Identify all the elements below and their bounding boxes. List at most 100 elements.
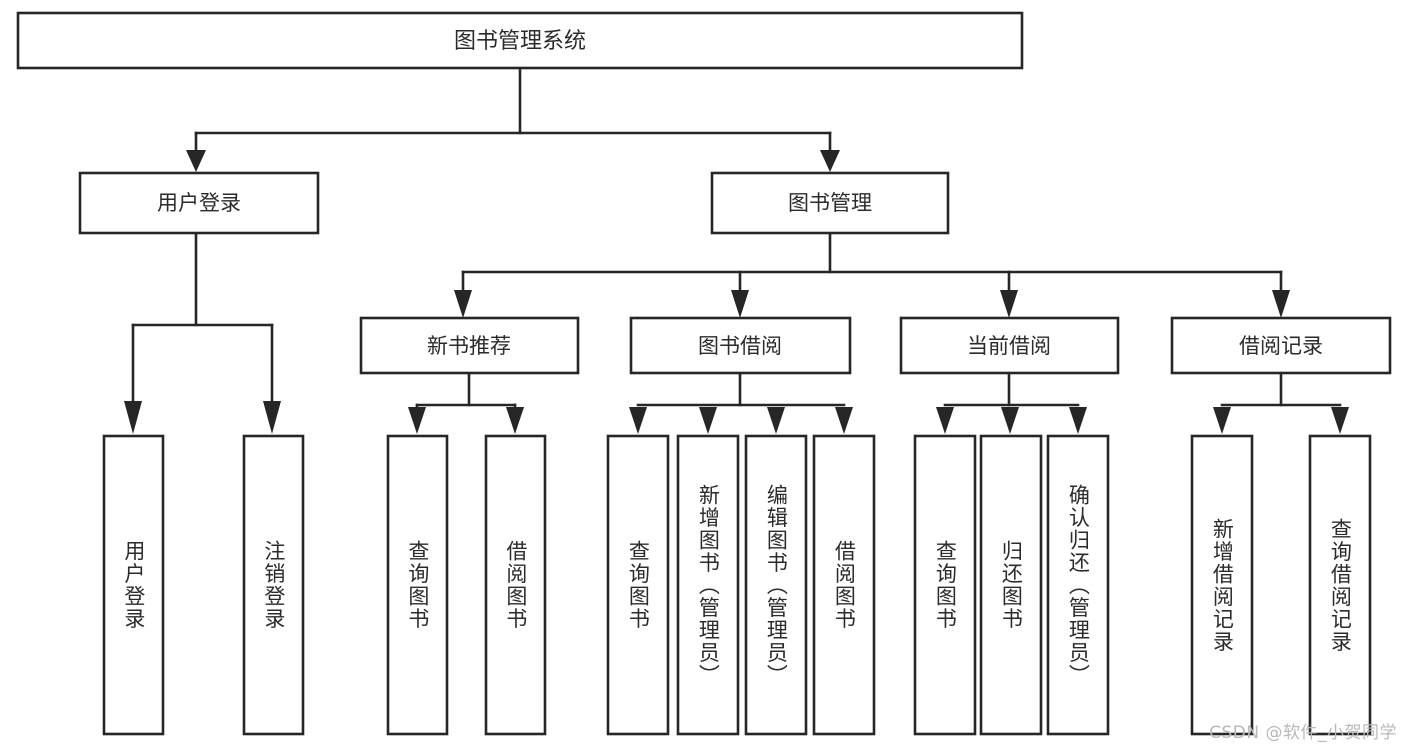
arrow-head-new-book: [454, 290, 472, 318]
arrow-head-current-borrow: [1000, 290, 1018, 318]
leaf-user-login-1[interactable]: 用户登录: [102, 434, 165, 736]
arrow-head-leaf-new-book-1: [408, 407, 426, 434]
leaf-current-borrow-2-label: 归还图书: [999, 540, 1024, 630]
leaf-book-borrow-1-box: [606, 434, 670, 736]
arrow-head-book-borrow: [731, 290, 749, 318]
node-new-book-recommend-box: [359, 316, 580, 375]
arrow-head-leaf-book-borrow-3: [767, 407, 785, 434]
leaf-current-borrow-1-label: 查询图书: [933, 540, 958, 630]
leaf-current-borrow-3-box: [1046, 434, 1110, 736]
connector-group-current-borrow: [936, 371, 1087, 434]
node-book-borrow-label: 图书借阅: [698, 334, 782, 358]
node-user-login-box: [78, 171, 320, 235]
connector-group-root: [186, 66, 840, 172]
node-current-borrow-box: [899, 316, 1120, 375]
leaf-new-book-2-box: [484, 434, 547, 736]
leaf-user-login-2-label: 注销登录: [261, 540, 286, 630]
connector-group-book-mgmt: [454, 231, 1290, 318]
arrow-head-leaf-user-login-2: [263, 401, 281, 434]
node-borrow-records-box: [1170, 316, 1392, 375]
arrow-head-user-login: [186, 150, 206, 172]
leaf-borrow-records-1-label-area: 新增借阅记录: [1210, 517, 1235, 653]
leaf-current-borrow-3-label: 确认归还（管理员）: [1066, 483, 1091, 687]
leaf-book-borrow-1[interactable]: 查询图书: [606, 434, 670, 736]
leaf-current-borrow-3[interactable]: 确认归还（管理员）: [1046, 434, 1110, 736]
leaf-user-login-2[interactable]: 注销登录: [242, 434, 305, 736]
node-book-management-box: [710, 171, 950, 235]
arrow-head-leaf-user-login-1: [124, 401, 142, 434]
connector-group-borrow-records: [1213, 371, 1349, 434]
leaf-borrow-records-2-box: [1308, 434, 1372, 736]
node-root-system[interactable]: 图书管理系统: [16, 11, 1024, 70]
node-book-borrow-box: [629, 316, 852, 375]
leaf-book-borrow-4[interactable]: 借阅图书: [812, 434, 876, 736]
leaf-user-login-1-box: [102, 434, 165, 736]
leaf-new-book-2-label: 借阅图书: [503, 540, 528, 630]
arrow-head-book-mgmt: [820, 150, 840, 172]
node-new-book-recommend[interactable]: 新书推荐: [359, 316, 580, 375]
arrow-head-leaf-borrow-records-2: [1331, 407, 1349, 434]
leaf-book-borrow-2-box: [676, 434, 740, 736]
leaf-borrow-records-2-label: 查询借阅记录: [1328, 517, 1353, 653]
arrow-head-borrow-records: [1272, 290, 1290, 318]
arrow-head-leaf-current-borrow-3: [1069, 407, 1087, 434]
leaf-book-borrow-3[interactable]: 编辑图书（管理员）: [744, 434, 808, 736]
leaf-borrow-records-1[interactable]: 新增借阅记录: [1190, 434, 1254, 736]
leaf-current-borrow-3-label-area: 确认归还（管理员）: [1066, 483, 1091, 687]
arrow-head-leaf-book-borrow-1: [629, 407, 647, 434]
leaf-book-borrow-3-label-area: 编辑图书（管理员）: [764, 483, 789, 687]
leaf-book-borrow-1-label: 查询图书: [626, 540, 651, 630]
node-current-borrow[interactable]: 当前借阅: [899, 316, 1120, 375]
leaf-book-borrow-3-label: 编辑图书（管理员）: [764, 483, 789, 687]
leaf-book-borrow-4-label-area: 借阅图书: [832, 540, 857, 630]
leaf-book-borrow-4-label: 借阅图书: [832, 540, 857, 630]
arrow-head-leaf-new-book-2: [506, 407, 524, 434]
leaf-borrow-records-1-label: 新增借阅记录: [1210, 517, 1235, 653]
leaf-current-borrow-2[interactable]: 归还图书: [979, 434, 1043, 736]
leaf-user-login-2-box: [242, 434, 305, 736]
arrow-head-leaf-book-borrow-4: [835, 407, 853, 434]
leaf-current-borrow-1-label-area: 查询图书: [933, 540, 958, 630]
leaf-borrow-records-2[interactable]: 查询借阅记录: [1308, 434, 1372, 736]
arrow-head-leaf-current-borrow-2: [1001, 407, 1019, 434]
leaf-current-borrow-1[interactable]: 查询图书: [913, 434, 977, 736]
node-borrow-records[interactable]: 借阅记录: [1170, 316, 1392, 375]
node-book-management-label: 图书管理: [788, 191, 872, 215]
node-current-borrow-label: 当前借阅: [967, 334, 1051, 358]
node-user-login[interactable]: 用户登录: [78, 171, 320, 235]
connector-group-book-borrow: [629, 371, 853, 434]
leaf-new-book-1-label: 查询图书: [405, 540, 430, 630]
leaf-current-borrow-2-box: [979, 434, 1043, 736]
leaf-book-borrow-1-label-area: 查询图书: [626, 540, 651, 630]
arrow-head-leaf-current-borrow-1: [936, 407, 954, 434]
leaf-book-borrow-4-box: [812, 434, 876, 736]
leaf-borrow-records-2-label-area: 查询借阅记录: [1328, 517, 1353, 653]
arrow-head-leaf-book-borrow-2: [699, 407, 717, 434]
node-root-system-label: 图书管理系统: [454, 29, 586, 54]
connector-group-new-book: [408, 371, 524, 434]
leaf-new-book-2-label-area: 借阅图书: [503, 540, 528, 630]
node-root-system-box: [16, 11, 1024, 70]
leaf-user-login-1-label: 用户登录: [121, 540, 146, 630]
leaf-new-book-1[interactable]: 查询图书: [386, 434, 449, 736]
leaf-book-borrow-2[interactable]: 新增图书（管理员）: [676, 434, 740, 736]
node-new-book-recommend-label: 新书推荐: [427, 334, 511, 358]
leaf-current-borrow-2-label-area: 归还图书: [999, 540, 1024, 630]
arrow-head-leaf-borrow-records-1: [1213, 407, 1231, 434]
leaf-user-login-1-label-area: 用户登录: [121, 540, 146, 630]
node-book-management[interactable]: 图书管理: [710, 171, 950, 235]
leaf-new-book-1-label-area: 查询图书: [405, 540, 430, 630]
leaf-user-login-2-label-area: 注销登录: [261, 540, 286, 630]
connector-group-user-login: [124, 231, 281, 434]
leaf-book-borrow-2-label: 新增图书（管理员）: [696, 483, 721, 687]
leaf-new-book-2[interactable]: 借阅图书: [484, 434, 547, 736]
leaf-book-borrow-2-label-area: 新增图书（管理员）: [696, 483, 721, 687]
leaf-new-book-1-box: [386, 434, 449, 736]
node-user-login-label: 用户登录: [157, 191, 241, 215]
node-book-borrow[interactable]: 图书借阅: [629, 316, 852, 375]
leaf-borrow-records-1-box: [1190, 434, 1254, 736]
node-borrow-records-label: 借阅记录: [1239, 334, 1323, 358]
leaf-current-borrow-1-box: [913, 434, 977, 736]
